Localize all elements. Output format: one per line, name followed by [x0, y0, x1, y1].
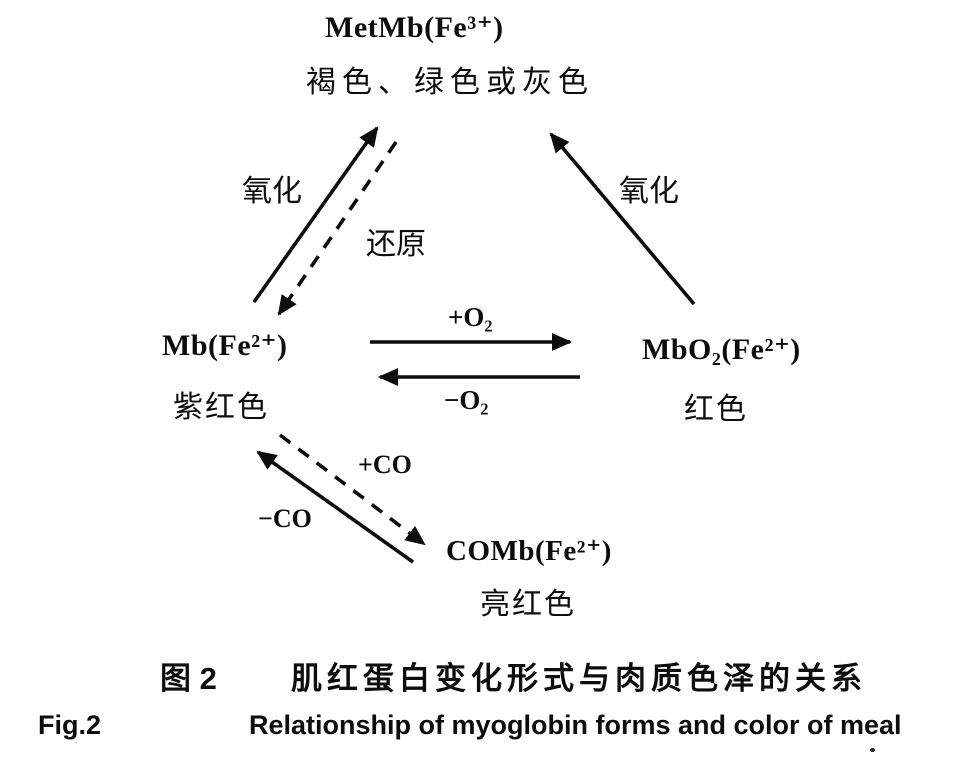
label-minus-co: −CO — [258, 504, 312, 533]
node-comb-formula: COMb(Fe²⁺) — [446, 535, 612, 567]
plus-co-arrow — [278, 433, 426, 546]
node-metmb-formula: MetMb(Fe³⁺) — [325, 11, 504, 44]
node-mbo2-color-label: 红色 — [684, 393, 748, 426]
label-plus-o2: +O₂ — [448, 302, 493, 332]
label-reduction: 还原 — [366, 228, 426, 261]
oxidation-arrow-left — [252, 126, 379, 304]
node-metmb-color-label: 褐色、绿色或灰色 — [306, 66, 594, 99]
reduction-arrow — [277, 140, 398, 316]
caption-en-title: Relationship of myoglobin forms and colo… — [249, 710, 902, 740]
label-plus-co: +CO — [358, 450, 412, 479]
node-mb-formula: Mb(Fe²⁺) — [162, 329, 288, 362]
label-oxidation-left: 氧化 — [242, 175, 302, 208]
label-minus-o2: −O₂ — [444, 385, 489, 415]
caption-zh-title: 肌红蛋白变化形式与肉质色泽的关系 — [291, 661, 867, 696]
node-mb-color-label: 紫红色 — [173, 391, 269, 424]
oxidation-arrow-right — [549, 132, 696, 306]
stray-period-dot — [870, 748, 875, 752]
node-mbo2-formula: MbO₂(Fe²⁺) — [642, 333, 801, 366]
caption-zh-label: 图 2 — [160, 661, 217, 696]
minus-co-arrow — [256, 450, 415, 564]
label-oxidation-right: 氧化 — [619, 175, 679, 208]
caption-en-label: Fig.2 — [38, 710, 102, 740]
node-comb-color-label: 亮红色 — [480, 588, 576, 621]
